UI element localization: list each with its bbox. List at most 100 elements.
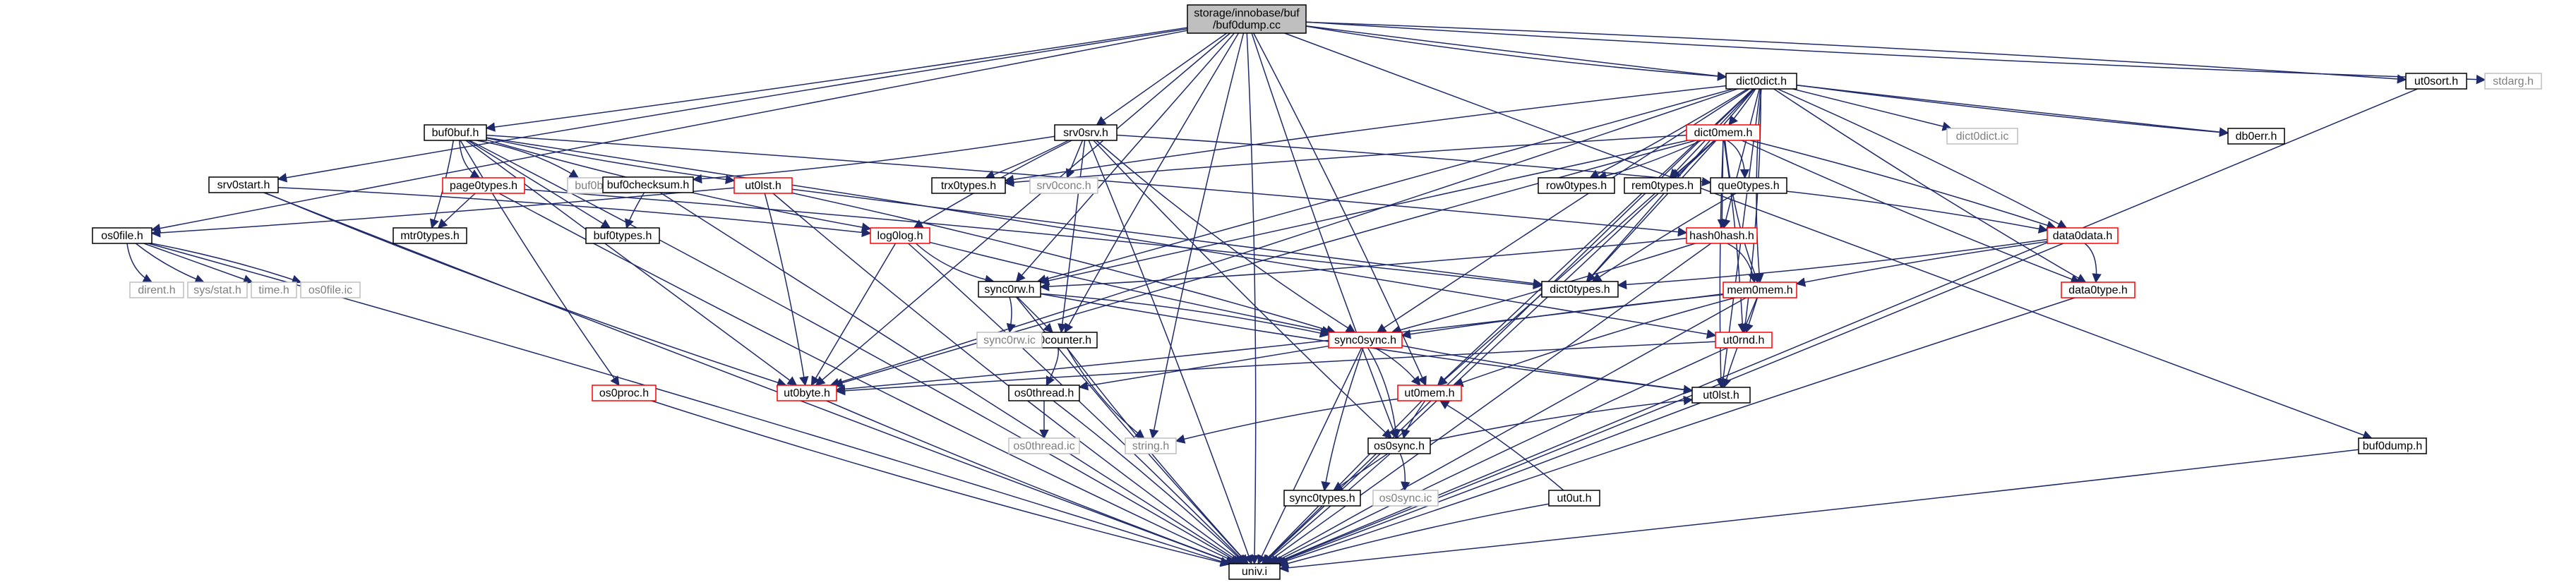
node-box xyxy=(1538,177,1615,194)
edge-ut0ut_h-to-ut0mem_h xyxy=(1439,400,1564,491)
node-db0err_h[interactable]: db0err.h xyxy=(2227,128,2285,145)
edge-root-to-string_h xyxy=(1149,32,1245,440)
node-buf0types_h[interactable]: buf0types.h xyxy=(585,227,660,244)
edge-root-to-dict0dict_h xyxy=(1305,25,1727,81)
node-ut0lst_h[interactable]: ut0lst.h xyxy=(1691,387,1751,404)
node-row0types_h[interactable]: row0types.h xyxy=(1538,177,1615,194)
node-label: mtr0types.h xyxy=(400,230,460,242)
node-box xyxy=(92,227,152,244)
node-box xyxy=(931,177,1006,194)
edge-root-to-stdarg_h xyxy=(1305,21,2486,85)
node-dict0types_h[interactable]: dict0types.h xyxy=(1541,281,1619,298)
node-box xyxy=(1686,227,1758,244)
node-trx0types_h[interactable]: trx0types.h xyxy=(931,177,1006,194)
node-ut0ut_h[interactable]: ut0ut.h xyxy=(1548,490,1600,507)
edge-buf0checksum_h-to-univ_i xyxy=(659,192,1243,564)
node-box xyxy=(1008,437,1080,454)
node-ut0rnd_h[interactable]: ut0rnd.h xyxy=(1715,332,1773,349)
node-sync0sync_h[interactable]: sync0sync.h xyxy=(1328,332,1403,349)
node-label: dict0dict.ic xyxy=(1956,131,2009,143)
node-os0sync_h[interactable]: os0sync.h xyxy=(1367,437,1431,454)
edge-page0types_h-to-dict0types_h xyxy=(524,188,1543,290)
node-univ_i[interactable]: univ.i xyxy=(1228,563,1281,580)
node-label: ut0lst.h xyxy=(745,180,781,192)
edge-os0file_h-to-dirent_h xyxy=(126,243,153,283)
node-sync0rw_ic: sync0rw.ic xyxy=(976,332,1043,349)
edge-dict0mem_h-to-ut0byte_h xyxy=(833,140,1696,387)
node-dict0dict_h[interactable]: dict0dict.h xyxy=(1725,73,1797,90)
node-buf0buf_h[interactable]: buf0buf.h xyxy=(424,124,487,141)
edge-dict0dict_h-to-data0data_h xyxy=(1777,88,2068,229)
edge-root-to-sync0rw_h xyxy=(1015,32,1235,283)
node-ut0mem_h[interactable]: ut0mem.h xyxy=(1397,385,1462,401)
edge-srv0start_h-to-univ_i xyxy=(263,192,1235,566)
node-buf0checksum_h[interactable]: buf0checksum.h xyxy=(602,176,694,193)
edge-srv0srv_h-to-os0sync_h xyxy=(1093,140,1392,439)
edge-root-to-os0file_h xyxy=(150,30,1188,234)
node-srv0start_h[interactable]: srv0start.h xyxy=(208,176,279,193)
edge-ut0lst_h-to-univ_i xyxy=(1274,402,1701,566)
node-rem0types_h[interactable]: rem0types.h xyxy=(1624,177,1701,194)
node-box xyxy=(870,227,930,244)
edge-dict0dict_h-to-ut0rnd_h xyxy=(1740,88,1762,334)
edge-root-to-srv0srv_h xyxy=(1096,32,1228,126)
node-root[interactable]: storage/innobase/buf/buf0dump.cc xyxy=(1187,4,1307,34)
node-box xyxy=(1541,281,1619,298)
edge-srv0srv_h-to-buf0checksum_h xyxy=(692,135,1055,184)
node-ut0lst_h_top[interactable]: ut0lst.h xyxy=(733,177,793,194)
node-label: data0type.h xyxy=(2068,284,2128,296)
node-sync0types_h[interactable]: sync0types.h xyxy=(1283,490,1361,507)
node-page0types_h[interactable]: page0types.h xyxy=(442,177,525,194)
edge-sync0sync_h-to-ut0lst_h xyxy=(1401,345,1694,394)
node-mem0mem_h[interactable]: mem0mem.h xyxy=(1723,282,1797,298)
node-hash0hash_h[interactable]: hash0hash.h xyxy=(1686,227,1758,244)
edge-srv0srv_h-to-srv0conc_h xyxy=(1065,140,1084,179)
node-mtr0types_h[interactable]: mtr0types.h xyxy=(393,227,467,244)
node-box xyxy=(2047,227,2119,244)
node-box xyxy=(2061,282,2135,298)
node-data0type_h[interactable]: data0type.h xyxy=(2061,282,2135,298)
node-os0proc_h[interactable]: os0proc.h xyxy=(592,385,657,401)
edge-dict0dict_h-to-sync0sync_h xyxy=(1376,88,1750,333)
node-ut0sort_h[interactable]: ut0sort.h xyxy=(2405,73,2467,90)
node-log0log_h[interactable]: log0log.h xyxy=(870,227,930,244)
node-box xyxy=(585,227,660,244)
node-label: /buf0dump.cc xyxy=(1213,20,1281,32)
node-label: buf0dump.h xyxy=(2363,440,2423,452)
node-dict0dict_ic: dict0dict.ic xyxy=(1946,128,2018,145)
node-dict0mem_h[interactable]: dict0mem.h xyxy=(1686,124,1761,141)
edge-root-to-univ_i xyxy=(1246,32,1259,565)
node-label: ut0byte.h xyxy=(784,387,830,399)
edge-os0file_h-to-os0file_ic xyxy=(151,243,302,284)
node-label: os0sync.h xyxy=(1374,440,1425,452)
edge-log0log_h-to-ut0byte_h xyxy=(810,243,897,387)
node-os0thread_h[interactable]: os0thread.h xyxy=(1008,385,1080,401)
node-label: buf0checksum.h xyxy=(607,179,690,191)
dependency-nodes: storage/innobase/buf/buf0dump.cc dict0dic… xyxy=(92,4,2542,580)
edge-log0log_h-to-sync0rw_h xyxy=(915,243,995,284)
node-ut0byte_h[interactable]: ut0byte.h xyxy=(777,385,837,401)
edge-data0data_h-to-mem0mem_h xyxy=(1795,241,2048,287)
node-data0data_h[interactable]: data0data.h xyxy=(2047,227,2119,244)
node-label: os0proc.h xyxy=(599,387,649,399)
edge-os0sync_h-to-os0sync_ic xyxy=(1399,453,1410,492)
node-label: db0err.h xyxy=(2236,131,2277,143)
node-box xyxy=(2484,73,2542,90)
node-label: sync0types.h xyxy=(1289,492,1355,504)
edge-log0log_h-to-sync0sync_h xyxy=(929,241,1332,336)
node-box xyxy=(187,282,248,298)
edge-ut0byte_h-to-univ_i xyxy=(826,400,1236,566)
node-sync0rw_h[interactable]: sync0rw.h xyxy=(978,281,1041,298)
node-box xyxy=(2405,73,2467,90)
node-label: dict0mem.h xyxy=(1694,127,1753,139)
node-label: buf0types.h xyxy=(594,230,652,242)
node-os0file_h[interactable]: os0file.h xyxy=(92,227,152,244)
node-box xyxy=(1372,490,1439,507)
edge-mem0mem_h-to-sync0sync_h xyxy=(1401,294,1724,339)
node-buf0dump_h[interactable]: buf0dump.h xyxy=(2358,437,2427,454)
node-srv0srv_h[interactable]: srv0srv.h xyxy=(1054,124,1118,141)
node-que0types_h[interactable]: que0types.h xyxy=(1710,177,1787,194)
node-label: ut0counter.h xyxy=(1029,334,1091,346)
edge-sync0sync_h-to-os0thread_h xyxy=(1078,345,1329,391)
node-label: ut0ut.h xyxy=(1557,492,1592,504)
